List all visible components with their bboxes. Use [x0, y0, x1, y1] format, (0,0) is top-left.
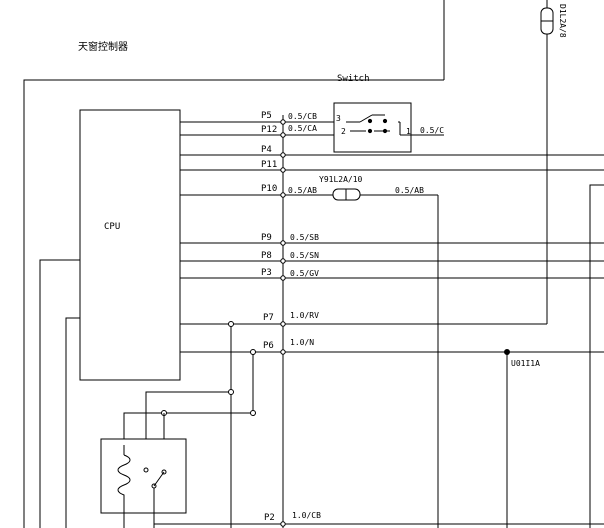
relay-node-a	[228, 321, 234, 327]
wire-p7-label: 1.0/RV	[290, 311, 319, 320]
relay-node-b	[250, 349, 256, 355]
outer-frame-wire	[23, 79, 444, 528]
bus-junction	[280, 258, 286, 264]
wire-p10-label: 0.5/AB	[288, 186, 317, 195]
bus-junction	[280, 152, 286, 158]
switch-label: Switch	[337, 74, 370, 84]
pin-p10-label: P10	[261, 184, 277, 194]
bus-junction	[280, 192, 286, 198]
switch-node	[382, 118, 388, 124]
cpu-box	[79, 109, 181, 381]
pin-p7-label: P7	[263, 313, 274, 323]
pin-p8-label: P8	[261, 251, 272, 261]
wire-p12-label: 0.5/CA	[288, 124, 317, 133]
switch-blade-upper	[359, 114, 373, 123]
relay-coil	[117, 454, 131, 497]
switch-node	[367, 118, 373, 124]
switch-node	[367, 128, 373, 134]
bus-junction	[280, 119, 286, 125]
relay-box	[100, 438, 187, 514]
fuse-top-label: D1L2A/8	[558, 4, 567, 38]
relay-node-d	[250, 410, 256, 416]
relay-wire-2	[123, 412, 253, 445]
ground-label: U01I1A	[511, 359, 540, 368]
switch-out-wire-label: 0.5/C	[420, 126, 444, 135]
wire-p3-label: 0.5/GV	[290, 269, 319, 278]
pin-p5-label: P5	[261, 111, 272, 121]
bus-junction	[280, 275, 286, 281]
relay-blade	[153, 471, 165, 487]
wire-p5-label: 0.5/CB	[288, 112, 317, 121]
pin-p2-label: P2	[264, 513, 275, 523]
wire-p6-label: 1.0/N	[290, 338, 314, 347]
bus-junction	[280, 521, 286, 527]
switch-pin3: 3	[336, 114, 341, 123]
fuse-out-wire-label: 0.5/AB	[395, 186, 424, 195]
diagram-title: 天窗控制器	[78, 40, 128, 53]
relay-contact	[143, 467, 149, 473]
left-loop-2	[65, 317, 80, 528]
bus-junction	[280, 132, 286, 138]
wire-p8-label: 0.5/SN	[290, 251, 319, 260]
pin-p12-label: P12	[261, 125, 277, 135]
switch-box	[333, 102, 412, 153]
bus-junction	[280, 349, 286, 355]
wire-p9-label: 0.5/SB	[290, 233, 319, 242]
switch-pin1: 1	[406, 127, 411, 136]
pin-p6-label: P6	[263, 341, 274, 351]
pin-p3-label: P3	[261, 268, 272, 278]
bus-junction	[280, 321, 286, 327]
left-loop-1	[39, 259, 80, 528]
bus-junction	[280, 167, 286, 173]
fuse-mid-label: Y91L2A/10	[319, 175, 363, 184]
relay-node-c	[228, 389, 234, 395]
bus-junction	[280, 240, 286, 246]
pin-p4-label: P4	[261, 145, 272, 155]
pin-p11-label: P11	[261, 160, 277, 170]
pin-p9-label: P9	[261, 233, 272, 243]
right-drop-wire	[589, 184, 604, 528]
wire-p2-label: 1.0/CB	[292, 511, 321, 520]
cpu-label: CPU	[104, 222, 120, 232]
switch-node	[382, 128, 388, 134]
switch-pin2: 2	[341, 127, 346, 136]
